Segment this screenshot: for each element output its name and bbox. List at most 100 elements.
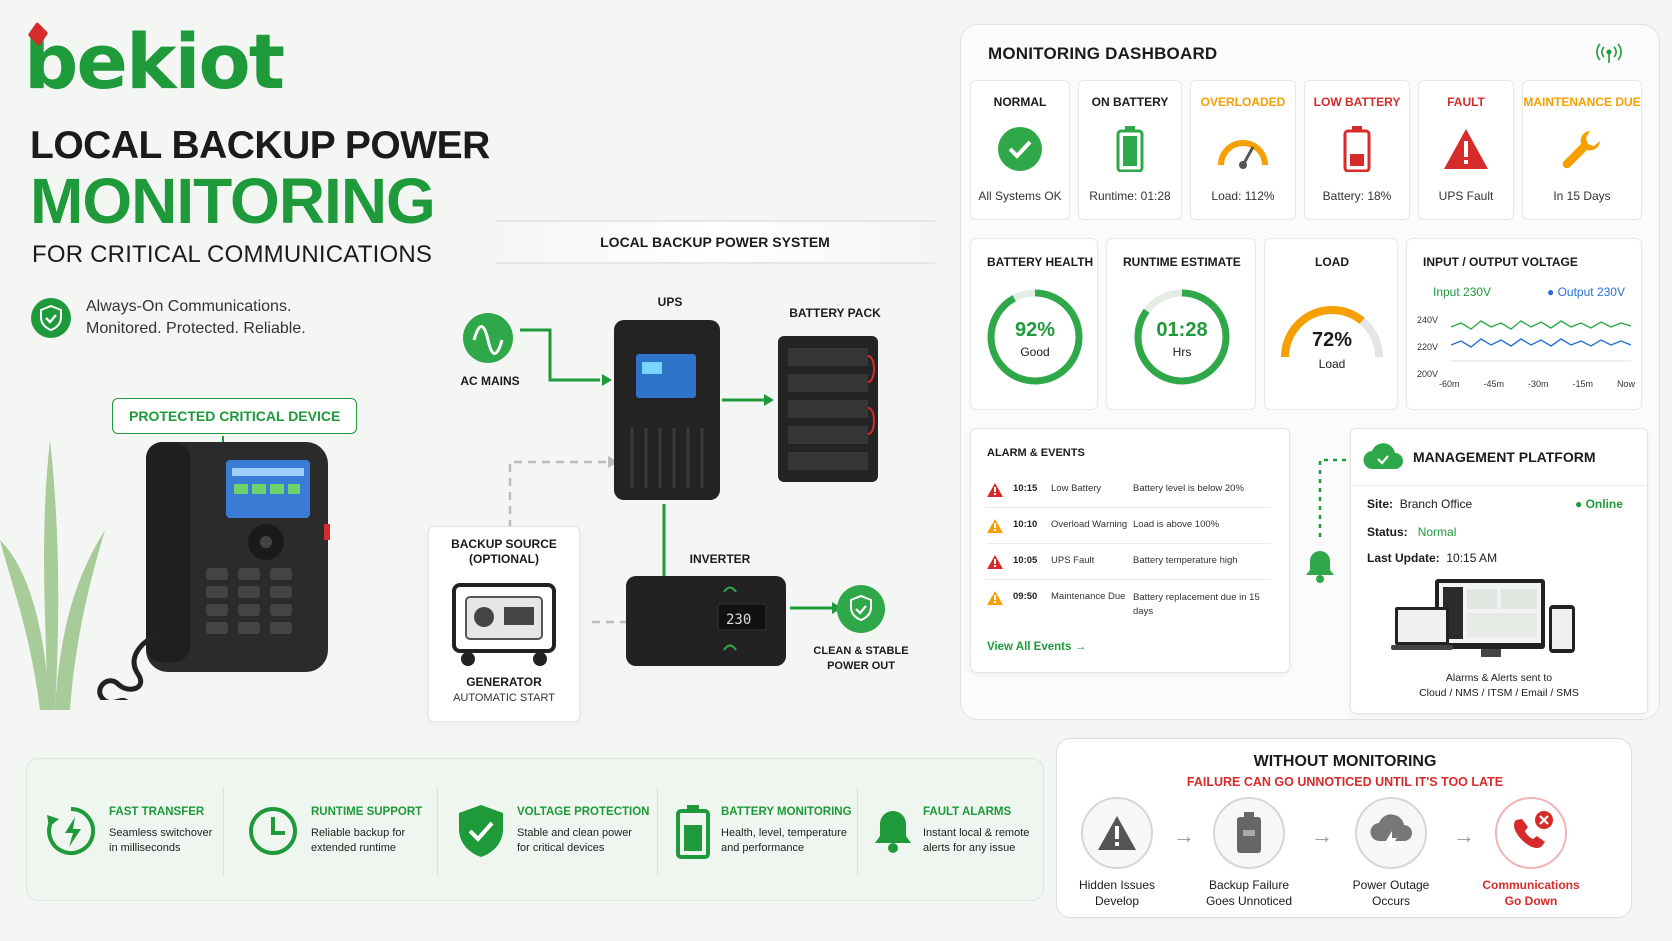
warning-icon xyxy=(1442,127,1490,171)
status-overloaded-tile[interactable]: OVERLOADED Load: 112% xyxy=(1190,80,1296,220)
status-value: All Systems OK xyxy=(978,189,1062,203)
shield-check-icon xyxy=(30,297,72,339)
wrench-icon xyxy=(1560,127,1604,171)
plant-icon xyxy=(0,440,105,710)
metric-value: 72% xyxy=(1311,329,1353,351)
view-all-events-link[interactable]: View All Events → xyxy=(987,641,1087,653)
tagline-line2: Monitored. Protected. Reliable. xyxy=(86,320,306,337)
backup-source-title: BACKUP SOURCE(OPTIONAL) xyxy=(451,537,557,566)
mgmt-title: MANAGEMENT PLATFORM xyxy=(1413,449,1596,465)
online-badge: ● Online xyxy=(1575,497,1623,511)
metric-title: RUNTIME ESTIMATE xyxy=(1123,255,1241,269)
feature-voltage-protection: VOLTAGE PROTECTION Stable and clean power… xyxy=(455,783,649,879)
voltage-chart xyxy=(1451,320,1631,362)
battery-pack-device xyxy=(778,336,878,482)
status-label: ON BATTERY xyxy=(1091,95,1169,109)
check-circle-icon xyxy=(997,126,1043,172)
ups-label: UPS xyxy=(657,295,683,309)
ac-sine-icon xyxy=(462,312,514,364)
brand-logo: bekiot xyxy=(24,17,285,106)
inverter-device xyxy=(626,576,786,666)
cloud-icon xyxy=(1363,441,1403,471)
fast-transfer-icon xyxy=(43,803,99,859)
load-tile[interactable]: LOAD 72% Load xyxy=(1264,238,1398,410)
arrow-right-icon: → xyxy=(1173,823,1195,848)
row-divider xyxy=(987,543,1271,544)
critical-alert-icon xyxy=(987,483,1003,500)
online-dot-icon: ● xyxy=(1575,497,1583,511)
input-legend: Input 230V xyxy=(1433,285,1492,299)
bell-icon xyxy=(873,807,913,855)
voltage-tile[interactable]: INPUT / OUTPUT VOLTAGE Input 230V ● Outp… xyxy=(1406,238,1642,410)
without-subtitle: FAILURE CAN GO UNNOTICED UNTIL IT'S TOO … xyxy=(1186,775,1504,789)
inverter-display: 230 xyxy=(726,612,752,628)
alarm-title: ALARM & EVENTS xyxy=(987,447,1085,459)
arrow-right-icon: → xyxy=(1311,823,1333,848)
generator-sub: AUTOMATIC START xyxy=(453,692,555,704)
dashboard-title: MONITORING DASHBOARD xyxy=(988,44,1218,63)
status-maintenance-tile[interactable]: MAINTENANCE DUE In 15 Days xyxy=(1522,80,1642,220)
shield-check-icon xyxy=(455,803,507,859)
system-connectors xyxy=(508,328,842,624)
metric-label: Load xyxy=(1318,357,1346,371)
without-monitoring-panel: WITHOUT MONITORING FAILURE CAN GO UNNOTI… xyxy=(1056,738,1632,918)
phone-off-icon xyxy=(1506,810,1556,856)
hero-title-line2: MONITORING xyxy=(30,165,436,237)
row-divider xyxy=(987,579,1271,580)
divider xyxy=(223,787,224,875)
feature-title: VOLTAGE PROTECTION xyxy=(517,806,650,818)
warning-alert-icon xyxy=(987,591,1003,608)
metric-title: INPUT / OUTPUT VOLTAGE xyxy=(1423,255,1578,269)
metric-value: 01:28 xyxy=(1156,319,1208,341)
status-label: MAINTENANCE DUE xyxy=(1523,95,1641,109)
ac-mains-label: AC MAINS xyxy=(460,374,520,388)
inverter-label: INVERTER xyxy=(689,552,751,566)
battery-pack-label: BATTERY PACK xyxy=(789,306,881,320)
battery-health-ring xyxy=(987,289,1083,385)
status-label: FAULT xyxy=(1447,95,1485,109)
protected-device-label: PROTECTED CRITICAL DEVICE xyxy=(112,398,358,434)
bell-icon xyxy=(1302,548,1338,584)
without-title: WITHOUT MONITORING xyxy=(1253,753,1437,770)
row-divider xyxy=(987,507,1271,508)
battery-health-tile[interactable]: BATTERY HEALTH 92% Good xyxy=(970,238,1098,410)
divider xyxy=(657,787,658,875)
metric-title: LOAD xyxy=(1315,255,1349,269)
multi-device-screens xyxy=(1391,579,1575,657)
status-normal-tile[interactable]: NORMAL All Systems OK xyxy=(970,80,1070,220)
status-fault-tile[interactable]: FAULT UPS Fault xyxy=(1418,80,1514,220)
divider xyxy=(1351,485,1647,486)
status-low-battery-tile[interactable]: LOW BATTERY Battery: 18% xyxy=(1304,80,1410,220)
metric-label: Hrs xyxy=(1172,345,1192,359)
runtime-estimate-tile[interactable]: RUNTIME ESTIMATE 01:28 Hrs xyxy=(1106,238,1256,410)
metric-title: BATTERY HEALTH xyxy=(987,255,1094,269)
status-row: Status: Normal xyxy=(1367,525,1457,539)
last-update-row: Last Update: 10:15 AM xyxy=(1367,551,1498,565)
battery-icon xyxy=(1236,812,1262,854)
clock-icon xyxy=(245,803,301,859)
tagline-line1: Always-On Communications. xyxy=(86,298,292,315)
battery-icon xyxy=(675,803,711,859)
status-value: UPS Fault xyxy=(1438,189,1494,203)
status-on-battery-tile[interactable]: ON BATTERY Runtime: 01:28 xyxy=(1078,80,1182,220)
gauge-icon xyxy=(1216,129,1270,169)
metric-label: Good xyxy=(1020,345,1050,359)
